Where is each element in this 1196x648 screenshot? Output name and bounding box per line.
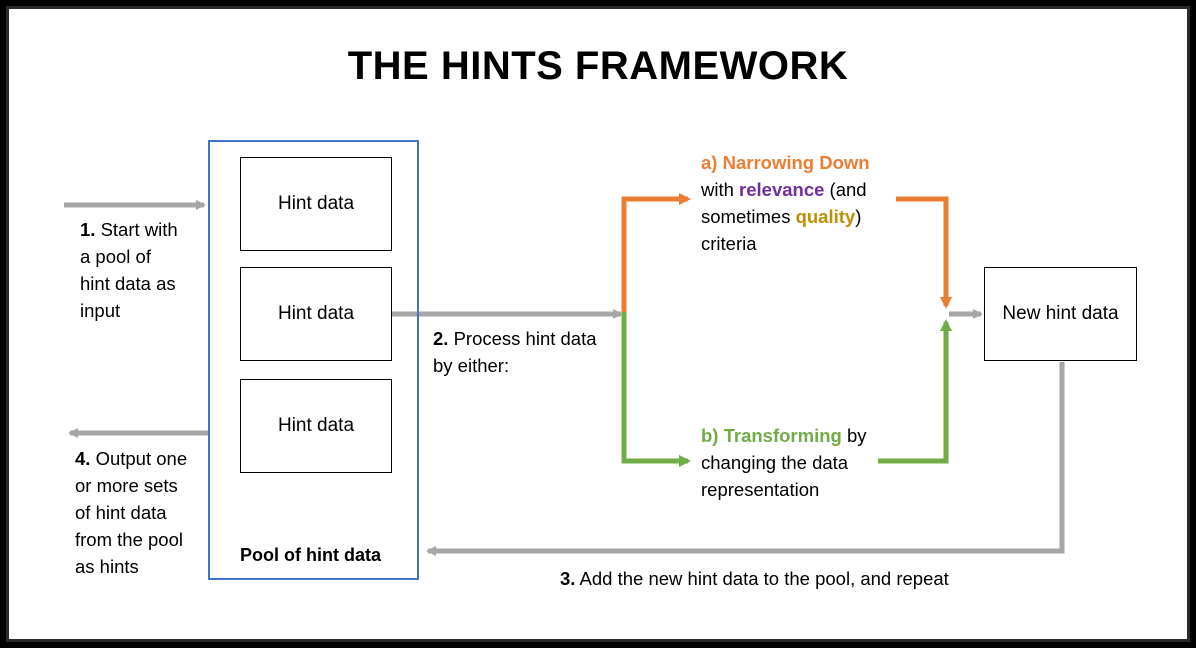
step-1-text: 1. Start with a pool of hint data as inp… xyxy=(80,219,178,321)
transforming-heading: b) Transforming xyxy=(701,425,842,446)
feedback-arrow xyxy=(426,362,1065,556)
transforming-branch-arrow xyxy=(621,312,691,467)
hint-data-box-3: Hint data xyxy=(240,379,392,473)
diagram-title: THE HINTS FRAMEWORK xyxy=(347,44,849,88)
narrowing-output-arrow xyxy=(896,196,952,309)
transforming-output-arrow xyxy=(878,319,952,464)
narrowing-down-text: a) Narrowing Down with relevance (and so… xyxy=(701,152,870,254)
relevance-keyword: relevance xyxy=(739,179,825,200)
step-4-text: 4. Output one or more sets of hint data … xyxy=(75,448,188,577)
hint-data-box-2: Hint data xyxy=(240,267,392,361)
transforming-text: b) Transforming by changing the data rep… xyxy=(701,425,867,500)
quality-keyword: quality xyxy=(795,206,856,227)
step-3-text: 3. Add the new hint data to the pool, an… xyxy=(560,568,949,589)
step-2-text: 2. Process hint data by either: xyxy=(433,328,597,376)
narrowing-down-heading: a) Narrowing Down xyxy=(701,152,870,173)
pool-label: Pool of hint data xyxy=(240,545,381,565)
hint-pool-container xyxy=(208,140,419,580)
hint-data-box-1: Hint data xyxy=(240,157,392,251)
narrowing-branch-arrow xyxy=(621,193,691,316)
new-hint-data-box: New hint data xyxy=(984,267,1137,361)
